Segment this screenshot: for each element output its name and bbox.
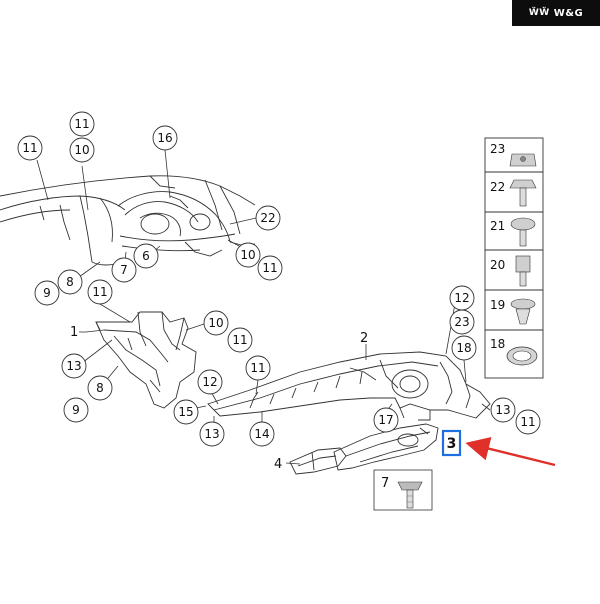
- callout-label: 10: [240, 248, 255, 262]
- callout-label: 16: [157, 131, 172, 145]
- callout: 9: [34, 280, 60, 306]
- callout-label: 11: [92, 285, 107, 299]
- callout: 18: [451, 335, 477, 361]
- callout-label: 12: [202, 375, 217, 389]
- fastener-7-box: [373, 469, 433, 511]
- part-label-4: 4: [274, 457, 282, 472]
- callout-label: 12: [454, 291, 469, 305]
- callout: 11: [227, 327, 253, 353]
- bracket-part-3-drawing: [333, 423, 439, 471]
- stud-sleeve-icon: [515, 255, 531, 287]
- table-row-label: 23: [490, 142, 505, 156]
- callout: 13: [61, 353, 87, 379]
- callout: 11: [69, 111, 95, 137]
- callout: 16: [152, 125, 178, 151]
- callout-label: 22: [260, 211, 275, 225]
- callout: 10: [203, 310, 229, 336]
- callout-label: 9: [72, 403, 80, 417]
- logo-mark: ẄẄ: [528, 8, 550, 18]
- callout: 6: [133, 243, 159, 269]
- callout: 10: [235, 242, 261, 268]
- callout: 7: [111, 257, 137, 283]
- callout-label: 15: [178, 405, 193, 419]
- callout: 11: [17, 135, 43, 161]
- red-arrow-icon: [465, 436, 556, 467]
- callout: 11: [515, 409, 541, 435]
- callout-label: 11: [520, 415, 535, 429]
- callout: 10: [69, 137, 95, 163]
- callout-label: 14: [254, 427, 269, 441]
- part-label-1: 1: [70, 325, 78, 340]
- callout-label: 17: [378, 413, 393, 427]
- callout: 12: [449, 285, 475, 311]
- callout: 13: [490, 397, 516, 423]
- table-row-label: 22: [490, 180, 505, 194]
- push-clip-icon: [510, 298, 536, 325]
- callout: 22: [255, 205, 281, 231]
- callout-label: 11: [22, 141, 37, 155]
- callout-label: 9: [43, 286, 51, 300]
- callout-label: 13: [204, 427, 219, 441]
- callout: 11: [87, 279, 113, 305]
- callout: 11: [245, 355, 271, 381]
- grommet-ring-icon: [506, 346, 538, 366]
- table-row-label: 18: [490, 337, 505, 351]
- part-label-7: 7: [381, 476, 389, 491]
- callout-label: 13: [66, 359, 81, 373]
- callout: 9: [63, 397, 89, 423]
- callout-label: 23: [454, 315, 469, 329]
- callout: 23: [449, 309, 475, 335]
- round-bolt-icon: [510, 217, 536, 247]
- callout: 11: [257, 255, 283, 281]
- highlight-box: [441, 429, 462, 457]
- table-row-label: 19: [490, 298, 505, 312]
- callout-label: 7: [120, 263, 128, 277]
- callout-label: 8: [96, 381, 104, 395]
- callout-label: 11: [232, 333, 247, 347]
- callout: 12: [197, 369, 223, 395]
- callout-label: 11: [262, 261, 277, 275]
- callout-label: 8: [66, 275, 74, 289]
- left-bracket-drawing: [95, 311, 197, 409]
- table-row-label: 21: [490, 219, 505, 233]
- callout: 13: [199, 421, 225, 447]
- table-row-label: 20: [490, 258, 505, 272]
- leader-lines: [36, 149, 491, 500]
- callouts: 11 11 10 16 22 10 11 6 7 8 9 11 13 8 9 1…: [17, 111, 541, 447]
- brand-logo: ẄẄ W&G: [512, 0, 600, 26]
- callout: 8: [87, 375, 113, 401]
- callout-label: 18: [456, 341, 471, 355]
- callout: 8: [57, 269, 83, 295]
- highlighted-part-3: 3: [441, 429, 462, 457]
- callout-label: 11: [250, 361, 265, 375]
- callout: 14: [249, 421, 275, 447]
- fastener-parts-table: 23 22 21 20 19 18: [484, 137, 544, 379]
- callout: 15: [173, 399, 199, 425]
- part-label-3: 3: [447, 436, 457, 452]
- part-label-2: 2: [360, 331, 368, 346]
- main-rail-drawing: [207, 351, 491, 421]
- callout-label: 13: [495, 403, 510, 417]
- flange-screw-icon: [509, 179, 537, 207]
- bracket-part-4-drawing: [289, 447, 347, 475]
- logo-text: W&G: [553, 7, 584, 19]
- callout-label: 10: [74, 143, 89, 157]
- speed-nut-icon: [509, 153, 537, 167]
- callout-label: 10: [208, 316, 223, 330]
- callout-label: 11: [74, 117, 89, 131]
- callout-label: 6: [142, 249, 150, 263]
- callout: 17: [373, 407, 399, 433]
- body-shell-drawing: [0, 175, 256, 266]
